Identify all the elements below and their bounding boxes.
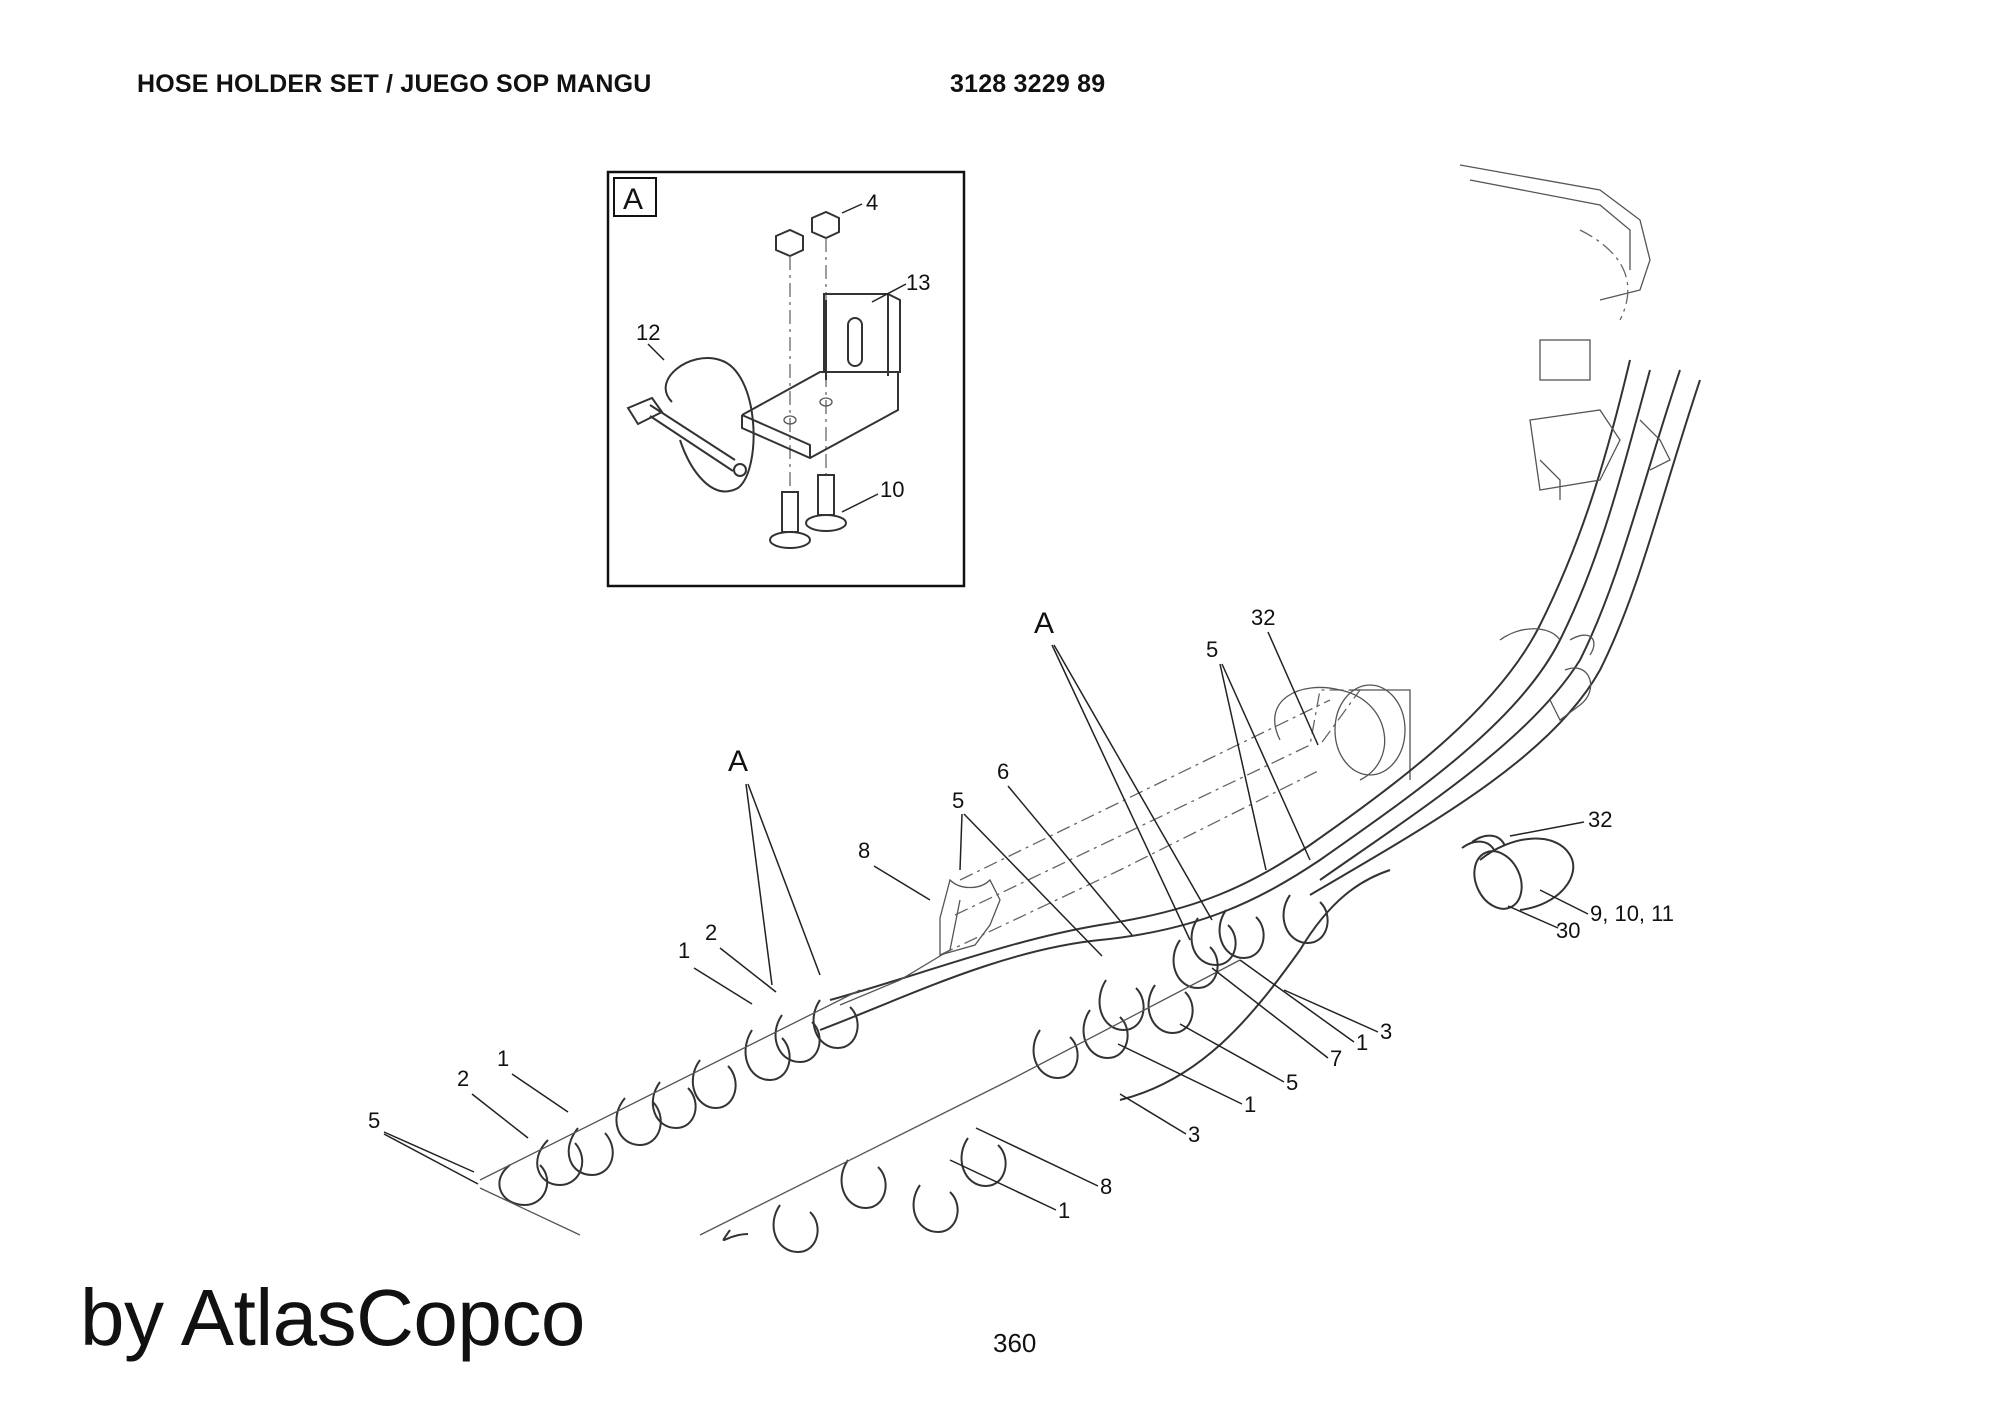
callout-5-left: 5 bbox=[368, 1108, 380, 1133]
callout-2-mid: 2 bbox=[705, 920, 717, 945]
bracket-icon bbox=[741, 293, 901, 460]
callout-9-10-11: 9, 10, 11 bbox=[1590, 901, 1674, 926]
callout-5-mid: 5 bbox=[952, 788, 964, 813]
callout-2-left: 2 bbox=[457, 1066, 469, 1091]
hose-clamp-icon bbox=[1461, 834, 1575, 911]
callout-3-right: 3 bbox=[1380, 1019, 1392, 1044]
bolt-icon bbox=[769, 474, 847, 549]
callout-8-top: 8 bbox=[858, 838, 870, 863]
detail-box-a: A bbox=[606, 170, 966, 588]
boom-assembly bbox=[479, 164, 1701, 1254]
callout-12: 12 bbox=[636, 320, 660, 345]
callout-5-bottom: 5 bbox=[1286, 1070, 1298, 1095]
page-number: 360 bbox=[993, 1328, 1037, 1358]
hose-holder-ring bbox=[498, 894, 1329, 1254]
callout-1-bottom-mid: 1 bbox=[1244, 1092, 1256, 1117]
callout-5-top: 5 bbox=[1206, 637, 1218, 662]
callout-1-left: 1 bbox=[497, 1046, 509, 1071]
callout-3-bottom: 3 bbox=[1188, 1122, 1200, 1147]
brand-footer: by AtlasCopco bbox=[80, 1273, 585, 1362]
callout-a-left: A bbox=[728, 745, 748, 778]
callout-1-bottom: 1 bbox=[1058, 1198, 1070, 1223]
callout-1-right: 1 bbox=[1356, 1030, 1368, 1055]
callout-7: 7 bbox=[1330, 1046, 1342, 1071]
part-number: 3128 3229 89 bbox=[950, 70, 1106, 98]
callout-13: 13 bbox=[906, 270, 930, 295]
callout-1-mid: 1 bbox=[678, 938, 690, 963]
callout-4: 4 bbox=[866, 190, 878, 215]
callout-6: 6 bbox=[997, 759, 1009, 784]
callout-10: 10 bbox=[880, 477, 904, 502]
callout-8-bottom: 8 bbox=[1100, 1174, 1112, 1199]
callout-32-top: 32 bbox=[1251, 605, 1275, 630]
lynch-pin-icon bbox=[626, 357, 755, 493]
callouts: A A 32 5 6 5 8 2 1 1 2 5 32 9, 10, 11 30 bbox=[368, 605, 1674, 1223]
callout-30: 30 bbox=[1556, 918, 1580, 943]
callout-32-right: 32 bbox=[1588, 807, 1612, 832]
callout-a-right: A bbox=[1034, 607, 1054, 640]
page-title: HOSE HOLDER SET / JUEGO SOP MANGU bbox=[137, 70, 652, 98]
detail-box-label: A bbox=[623, 183, 643, 216]
